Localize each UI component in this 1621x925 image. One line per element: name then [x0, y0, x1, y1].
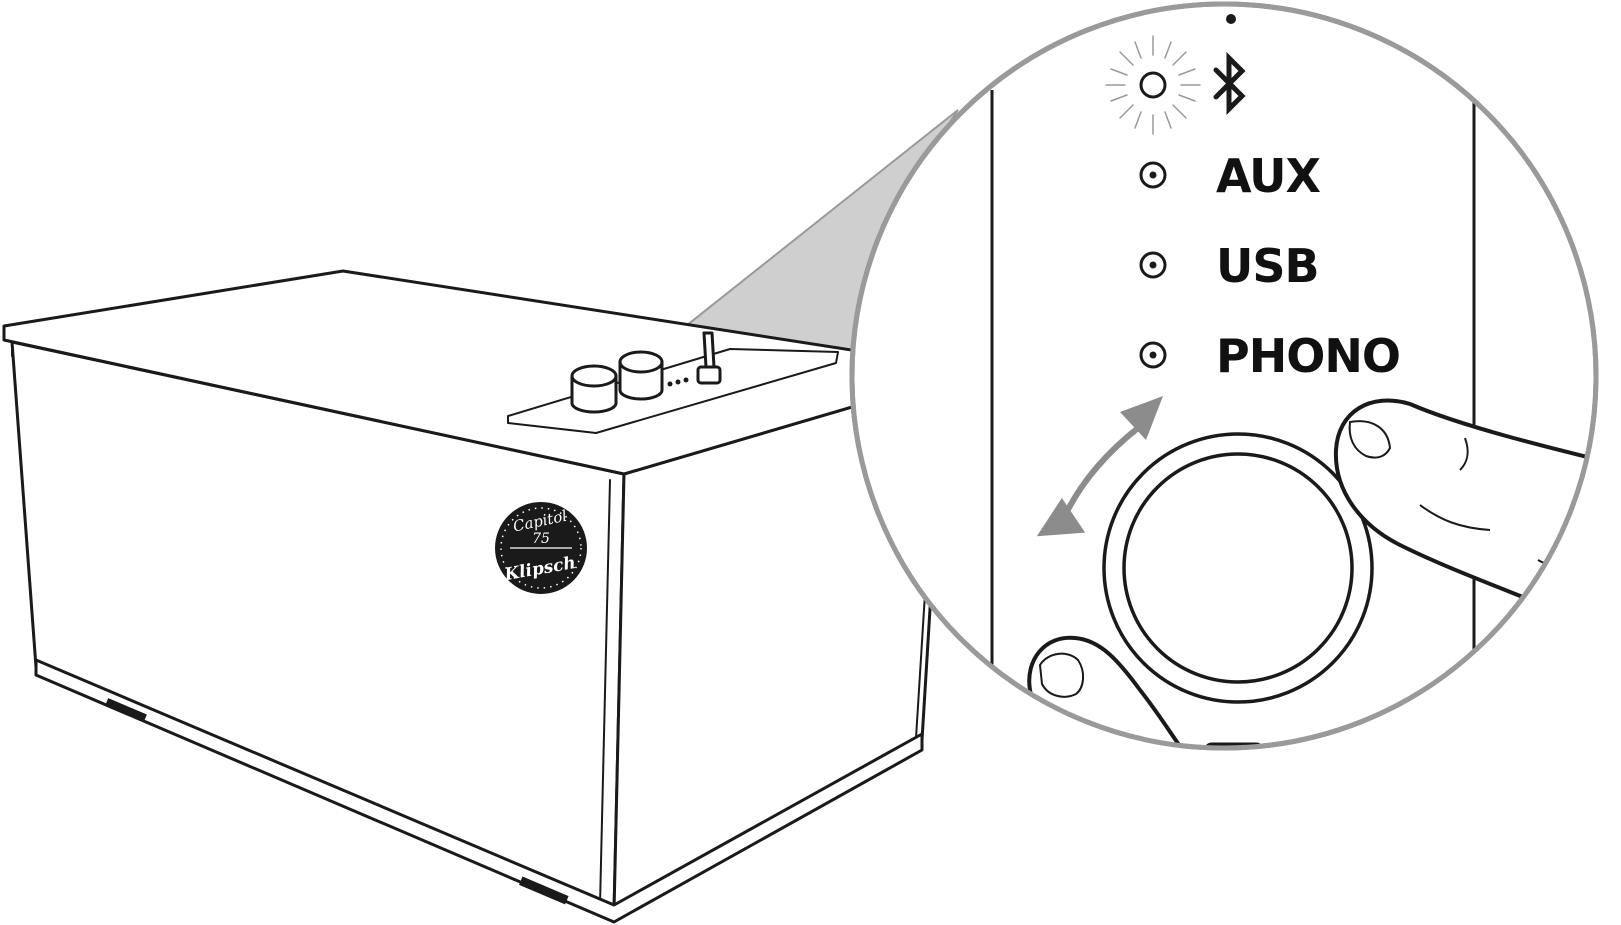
indicator-led: [675, 379, 681, 385]
indicator-led: [683, 377, 689, 383]
brand-badge: Capitol 75 Klipsch: [495, 502, 587, 594]
speaker-plinth: [34, 658, 924, 924]
speaker-foot-left: [105, 698, 147, 722]
zoomed-selector-knob[interactable]: [1102, 432, 1374, 704]
input-label-phono: PHONO: [1216, 329, 1400, 383]
input-selector-knob[interactable]: [618, 350, 664, 401]
rotate-arrow-icon: [1036, 396, 1163, 537]
zoom-panel-content: AUX USB PHONO: [990, 14, 1596, 791]
play-button[interactable]: [1203, 742, 1265, 791]
led-bluetooth-blinking: [1105, 35, 1201, 135]
speaker-foot-right: [519, 876, 569, 905]
led-usb: [1139, 251, 1167, 279]
input-label-usb: USB: [1216, 239, 1319, 293]
volume-knob[interactable]: [570, 364, 618, 414]
badge-model-number: 75: [532, 531, 550, 547]
bluetooth-icon: [1213, 51, 1246, 116]
input-label-aux: AUX: [1216, 149, 1321, 203]
top-indicator-dot: [1226, 14, 1236, 24]
indicator-led: [667, 381, 673, 387]
top-control-plate: [507, 348, 839, 434]
toggle-switch[interactable]: [696, 331, 722, 385]
led-aux: [1139, 161, 1167, 189]
play-icon: [1222, 758, 1246, 782]
led-phono: [1139, 341, 1167, 369]
speaker-cabinet: Capitol 75 Klipsch: [2, 269, 950, 924]
